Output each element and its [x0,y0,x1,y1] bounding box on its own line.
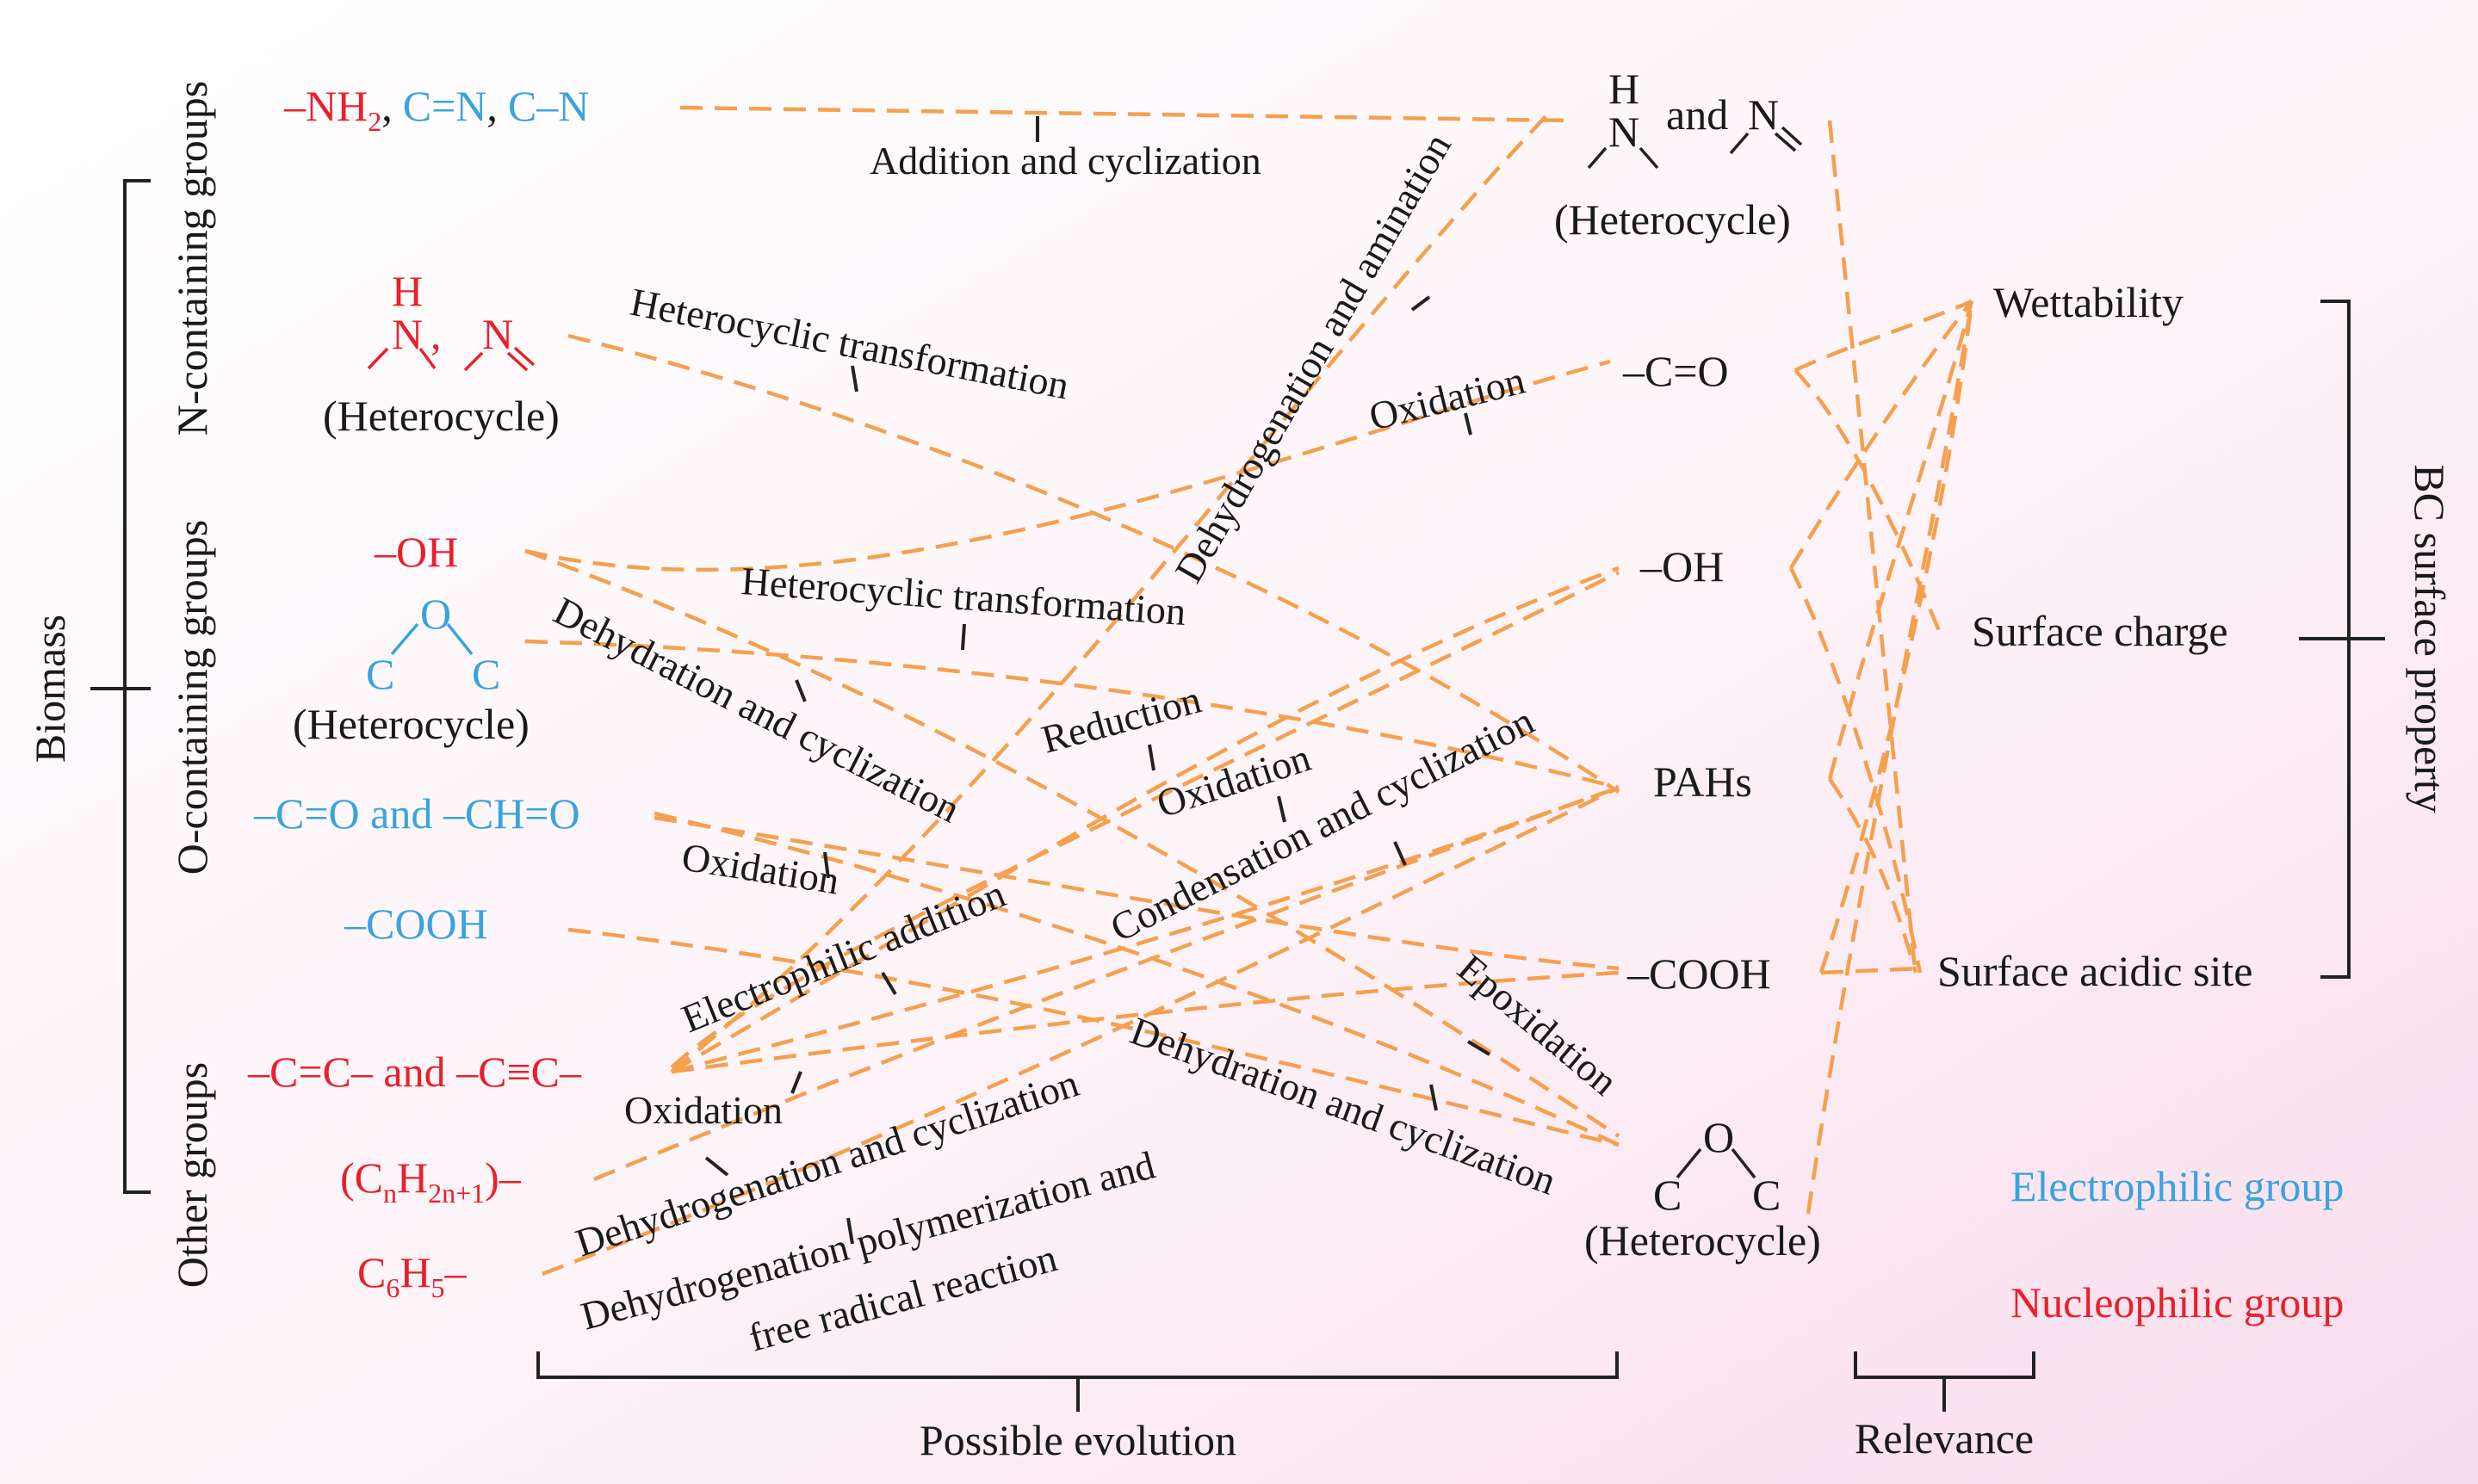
group-alkene-alkyne: –C=C– and –C≡C– [247,1048,582,1096]
o-heterocycle-product-structure: O C C [1653,1113,1781,1219]
bottom-brackets: Possible evolution Relevance [536,1351,2035,1464]
svg-text:C: C [366,650,394,698]
group-cooh: –COOH [344,900,488,948]
product-pahs: PAHs [1653,757,1752,806]
other-groups-label: Other groups [168,1062,216,1288]
svg-text:and: and [1666,90,1728,139]
svg-text:O: O [1703,1113,1734,1161]
biomass-label: Biomass [26,615,74,763]
products: H N and N (Heterocycle) –C=O –OH PAHs –C… [1554,65,1821,1264]
n-heterocycle-left-structure: H N , N [367,267,536,372]
svg-text:N: N [482,310,513,358]
group-oh: –OH [374,528,458,576]
n-heterocycle-product-label: (Heterocycle) [1554,195,1791,244]
group-co-cho: –C=O and –CH=O [253,789,580,838]
property-wettability: Wettability [1993,278,2184,326]
properties: Wettability Surface charge Surface acidi… [1937,278,2454,995]
o-heterocycle-left-label: (Heterocycle) [293,700,530,748]
svg-text:H: H [1608,65,1639,113]
group-phenyl: C6H5– [357,1248,467,1303]
svg-text:N: N [392,310,423,358]
n-groups-label: N-containing groups [168,81,216,436]
svg-text:C: C [472,650,500,698]
svg-text:N: N [1748,90,1779,139]
evolution-connectors [524,105,1974,1277]
legend-nucleophilic: Nucleophilic group [2010,1278,2344,1326]
legend: Electrophilic group Nucleophilic group [2010,1162,2344,1326]
n-heterocycle-product-structure: H N and N [1587,65,1803,170]
n-heterocycle-left-label: (Heterocycle) [323,392,560,440]
product-cooh: –COOH [1626,949,1771,998]
left-brackets: Biomass N-containing groups O-containing… [26,81,216,1288]
group-alkyl: (CnH2n+1)– [340,1153,522,1209]
property-surface-charge: Surface charge [1972,607,2228,655]
product-co: –C=O [1622,347,1729,395]
left-groups: –NH2,C=N,C–N H N , N (Heterocycle) –OH O… [247,82,589,1303]
o-heterocycle-product-label: (Heterocycle) [1584,1216,1821,1264]
svg-text:H: H [392,267,423,315]
reaction-oxidation-4: Oxidation [624,1088,783,1132]
o-heterocycle-left-structure: O C C [366,590,500,698]
bc-surface-property-label: BC surface property [2406,464,2454,813]
svg-text:O: O [420,590,451,638]
property-surface-acidic-site: Surface acidic site [1937,947,2252,995]
o-groups-label: O-containing groups [168,520,216,875]
product-oh: –OH [1639,542,1724,591]
svg-text:C: C [1653,1171,1682,1219]
group-nh2-cn: –NH2,C=N,C–N [283,82,589,137]
reaction-addition-cyclization: Addition and cyclization [870,139,1261,182]
svg-text:,: , [431,310,442,358]
svg-text:C: C [1752,1171,1781,1219]
legend-electrophilic: Electrophilic group [2010,1162,2344,1210]
possible-evolution-label: Possible evolution [920,1416,1236,1464]
relevance-label: Relevance [1855,1414,2034,1462]
svg-text:N: N [1608,108,1639,156]
